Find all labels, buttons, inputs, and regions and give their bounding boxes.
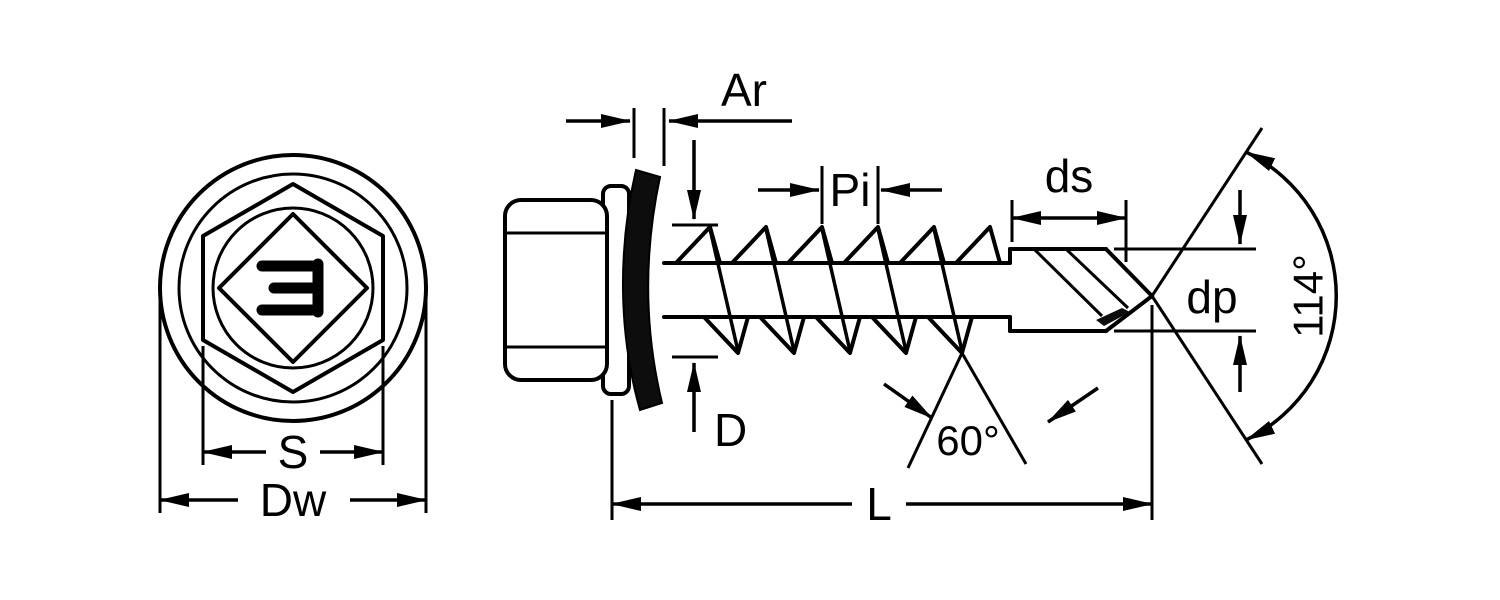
label-dw: Dw (260, 474, 327, 526)
drill-point (1008, 247, 1154, 333)
brand-diamond (217, 212, 369, 364)
thread-tooth (870, 315, 918, 355)
thread-tooth (926, 315, 974, 355)
hex-head-side (503, 198, 609, 382)
thread-angle-arrow-left (882, 382, 934, 420)
helix-line (708, 228, 740, 352)
thread-helix-lines (708, 228, 964, 352)
point-angle-line-lower (1150, 295, 1264, 465)
point-angle-line-upper (1150, 127, 1264, 297)
dim-l: L (610, 305, 1154, 530)
label-d: D (714, 404, 747, 456)
label-ds: ds (1045, 150, 1094, 202)
label-l: L (866, 478, 892, 530)
thread-tooth (758, 315, 806, 355)
thread-tooth (702, 315, 750, 355)
dim-s: S (201, 346, 385, 478)
helix-line (876, 228, 908, 352)
thread-angle-line-right (960, 352, 1028, 465)
helix-line (764, 228, 796, 352)
dim-dw: Dw (158, 300, 428, 526)
dim-point-angle: 114° (1150, 127, 1339, 465)
helix-line (932, 228, 964, 352)
drill-flute-line-1 (1032, 247, 1104, 318)
thread-teeth-bottom (702, 315, 974, 355)
drill-cone-bottom (1104, 294, 1154, 333)
thread-angle-arrow-right (1047, 386, 1099, 424)
drill-cone-top (1104, 247, 1154, 298)
dim-d: D (672, 140, 747, 456)
point-angle-arc (1245, 150, 1339, 442)
front-view: S Dw (158, 153, 428, 526)
dim-ds: ds (1010, 150, 1128, 262)
dim-thread-angle: 60° (882, 352, 1099, 469)
rubber-washer (622, 168, 664, 412)
helix-line (820, 228, 852, 352)
dim-ar: Ar (566, 64, 792, 166)
label-pi: Pi (830, 164, 871, 216)
thread-angle-line-left (906, 352, 964, 469)
label-s: S (278, 426, 309, 478)
label-ar: Ar (721, 64, 767, 116)
dim-pi: Pi (758, 164, 942, 224)
washer-inner-ring (177, 172, 409, 404)
label-dp: dp (1186, 271, 1237, 323)
zubr-brand-mark-icon (256, 258, 324, 318)
side-view: Ar D Pi ds (503, 64, 1339, 530)
thread-tooth (814, 315, 862, 355)
drill-flute-line-2 (1064, 247, 1130, 310)
dim-dp: dp (1114, 190, 1256, 392)
label-point-angle: 114° (1285, 254, 1332, 338)
label-thread-angle: 60° (936, 417, 1000, 464)
hex-head-outline (201, 182, 385, 394)
washer-outer-circle (158, 153, 428, 423)
drill-flute-shading (1096, 308, 1130, 326)
thread-teeth-top (674, 225, 1002, 265)
head-chamfer-circle (211, 206, 375, 370)
thread-tooth (954, 225, 1002, 265)
